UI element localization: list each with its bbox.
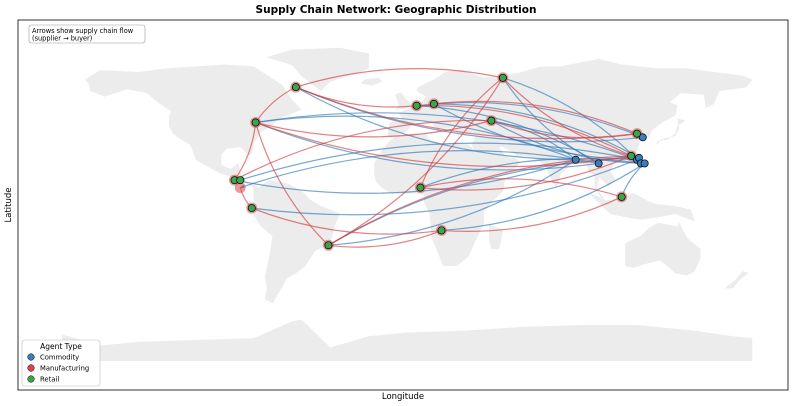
flow-line-commodity xyxy=(234,159,576,194)
land-australia xyxy=(625,222,701,276)
flow-line-manufacturing xyxy=(255,122,329,246)
flow-line-commodity xyxy=(240,150,599,189)
point-retail xyxy=(416,183,425,192)
flow-line-commodity xyxy=(255,112,638,161)
flow-line-manufacturing xyxy=(433,100,638,135)
chart-title: Supply Chain Network: Geographic Distrib… xyxy=(256,4,537,16)
land-greenland xyxy=(266,47,369,92)
legend: Agent Type Commodity Manufacturing Retai… xyxy=(21,339,101,387)
flow-line-manufacturing xyxy=(295,68,503,88)
point-retail xyxy=(437,226,446,235)
flow-line-manufacturing xyxy=(416,104,632,157)
world-land-map xyxy=(61,47,753,361)
flow-line-commodity xyxy=(255,121,599,171)
flow-line-commodity xyxy=(240,142,638,181)
point-retail xyxy=(251,118,260,127)
flow-line-manufacturing xyxy=(419,77,504,188)
flow-line-manufacturing xyxy=(420,178,622,198)
point-commodity xyxy=(638,133,647,142)
flow-line-commodity xyxy=(502,77,642,164)
flow-line-manufacturing xyxy=(328,155,632,246)
flow-line-manufacturing xyxy=(502,77,632,157)
legend-marker-manufacturing xyxy=(27,364,35,372)
land-antarctica xyxy=(61,319,753,361)
flow-line-manufacturing xyxy=(328,229,442,248)
point-retail xyxy=(617,192,626,201)
flow-line-manufacturing xyxy=(441,196,622,232)
flow-line-commodity xyxy=(433,103,640,159)
point-commodity xyxy=(594,159,603,168)
legend-marker-commodity xyxy=(27,353,35,361)
legend-marker-retail xyxy=(27,375,35,383)
legend-item-manufacturing: Manufacturing xyxy=(27,364,89,373)
flow-line-manufacturing xyxy=(420,155,632,191)
point-retail xyxy=(247,204,256,213)
legend-label-commodity: Commodity xyxy=(40,354,79,362)
point-commodity xyxy=(640,159,649,168)
point-retail xyxy=(429,99,438,108)
flow-line-commodity xyxy=(420,158,641,189)
legend-item-commodity: Commodity xyxy=(27,353,79,362)
agent-points xyxy=(229,72,649,251)
flow-line-commodity xyxy=(251,159,638,216)
y-axis-label: Latitude xyxy=(4,188,14,223)
point-retail xyxy=(291,83,300,92)
flow-line-manufacturing xyxy=(255,120,492,138)
flow-line-manufacturing xyxy=(251,207,442,235)
point-retail xyxy=(487,116,496,125)
land-iceland xyxy=(360,77,383,86)
flow-line-commodity xyxy=(502,77,599,164)
flow-line-manufacturing xyxy=(234,119,492,181)
land-north-america xyxy=(84,64,303,188)
land-new-zealand xyxy=(724,271,749,289)
legend-title: Agent Type xyxy=(40,342,82,351)
annotation-line-1: Arrows show supply chain flow xyxy=(32,27,134,35)
point-retail xyxy=(627,152,636,160)
annotation-line-2: (supplier → buyer) xyxy=(32,35,92,43)
point-manufacturing xyxy=(234,182,246,194)
legend-item-retail: Retail xyxy=(27,375,59,384)
legend-label-manufacturing: Manufacturing xyxy=(40,365,89,373)
flow-line-commodity xyxy=(441,162,645,232)
flow-line-commodity xyxy=(491,120,577,161)
flow-line-manufacturing xyxy=(255,121,632,168)
point-commodity xyxy=(571,155,580,164)
legend-label-retail: Retail xyxy=(40,376,59,384)
point-retail xyxy=(412,101,421,110)
flow-line-commodity xyxy=(295,86,576,161)
point-retail xyxy=(633,129,641,138)
annotation-box: Arrows show supply chain flow (supplier … xyxy=(28,24,146,44)
point-retail xyxy=(498,73,507,82)
point-retail xyxy=(236,176,245,185)
flow-line-commodity xyxy=(328,159,576,246)
land-japan xyxy=(655,118,686,145)
point-retail xyxy=(324,241,333,250)
x-axis-label: Longitude xyxy=(382,392,424,402)
